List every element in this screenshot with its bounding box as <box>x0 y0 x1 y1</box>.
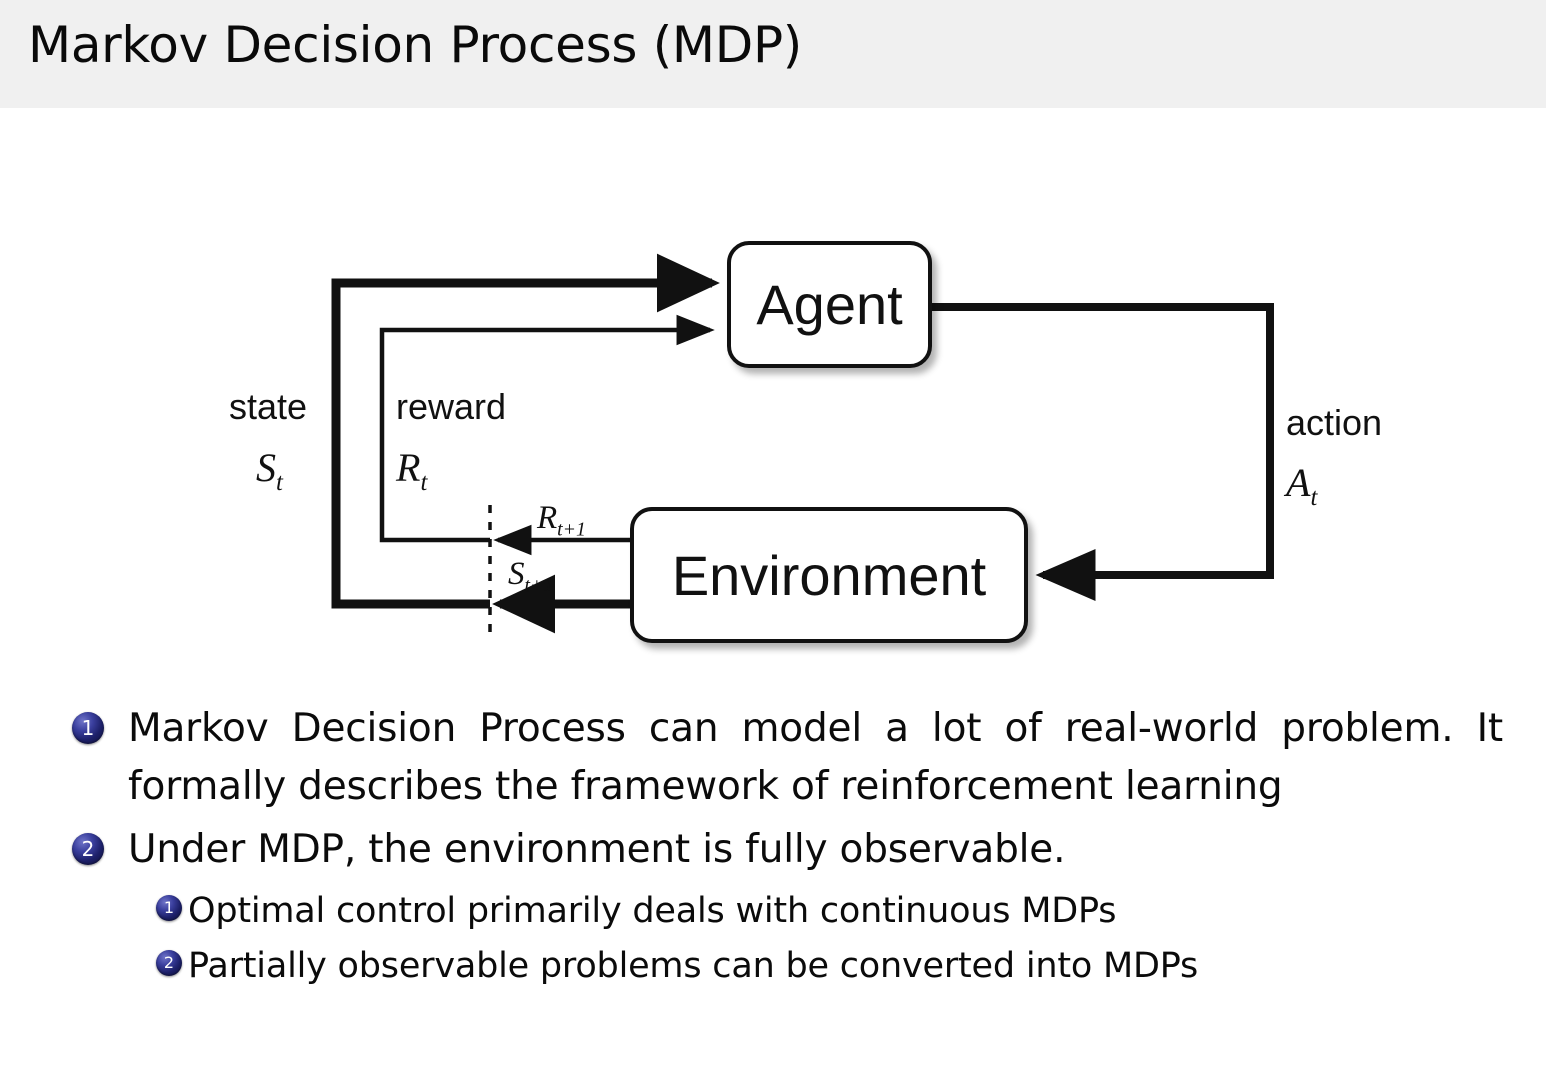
environment-node: Environment <box>630 507 1028 643</box>
slide-header-bar: Markov Decision Process (MDP) <box>0 0 1546 108</box>
diagram-connectors <box>331 253 1274 638</box>
bullet-line: Markov Decision Process can model a lot … <box>128 706 1503 751</box>
bullet-text: Markov Decision Process can model a lot … <box>128 700 1503 815</box>
reward-next-symbol: R <box>537 500 558 536</box>
state-symbol-label: St <box>256 448 283 496</box>
action-path <box>926 303 1274 601</box>
bullet-text: Under MDP, the environment is fully obse… <box>128 827 1066 873</box>
bullet-line: formally describes the framework of rein… <box>128 763 1283 809</box>
action-symbol-label: At <box>1286 463 1317 511</box>
sub-bullet-text: Optimal control primarily deals with con… <box>188 891 1117 932</box>
reward-symbol-label: Rt <box>396 448 427 496</box>
reward-feedback-path <box>379 314 715 543</box>
slide-body-content: 1 Markov Decision Process can model a lo… <box>0 700 1546 1000</box>
reward-symbol: R <box>396 445 421 490</box>
list-item: 1 Markov Decision Process can model a lo… <box>0 700 1546 815</box>
sub-bullet-number-badge: 2 <box>156 950 182 977</box>
state-symbol-subscript: t <box>276 469 283 496</box>
state-next-symbol-label: St+1 <box>508 556 553 598</box>
list-item: 1 Optimal control primarily deals with c… <box>128 885 1546 938</box>
state-feedback-path <box>331 253 720 609</box>
action-label: action <box>1286 402 1383 443</box>
list-item: 2 Under MDP, the environment is fully ob… <box>0 821 1546 993</box>
agent-node: Agent <box>727 241 932 368</box>
action-symbol-subscript: t <box>1310 484 1318 511</box>
reward-symbol-subscript: t <box>420 469 428 496</box>
mdp-agent-environment-diagram: Agent Environment state St reward Rt act… <box>0 108 1546 698</box>
sub-bullet-text: Partially observable problems can be con… <box>188 946 1199 987</box>
state-symbol: S <box>256 445 276 490</box>
state-next-symbol: S <box>508 556 525 592</box>
bullet-list-level2: 1 Optimal control primarily deals with c… <box>128 885 1546 993</box>
reward-next-subscript: t+1 <box>557 518 586 541</box>
bullet-number-badge: 2 <box>72 833 104 866</box>
state-next-subscript: t+1 <box>524 574 554 597</box>
action-symbol: A <box>1286 460 1311 505</box>
bullet-list-level1: 1 Markov Decision Process can model a lo… <box>0 700 1546 994</box>
bullet-number-badge: 1 <box>72 712 104 744</box>
reward-next-symbol-label: Rt+1 <box>537 500 586 542</box>
state-label: state <box>229 386 308 427</box>
page-title: Markov Decision Process (MDP) <box>28 16 803 74</box>
list-item: 2 Partially observable problems can be c… <box>128 940 1546 993</box>
reward-label: reward <box>396 386 507 427</box>
sub-bullet-number-badge: 1 <box>156 895 182 922</box>
